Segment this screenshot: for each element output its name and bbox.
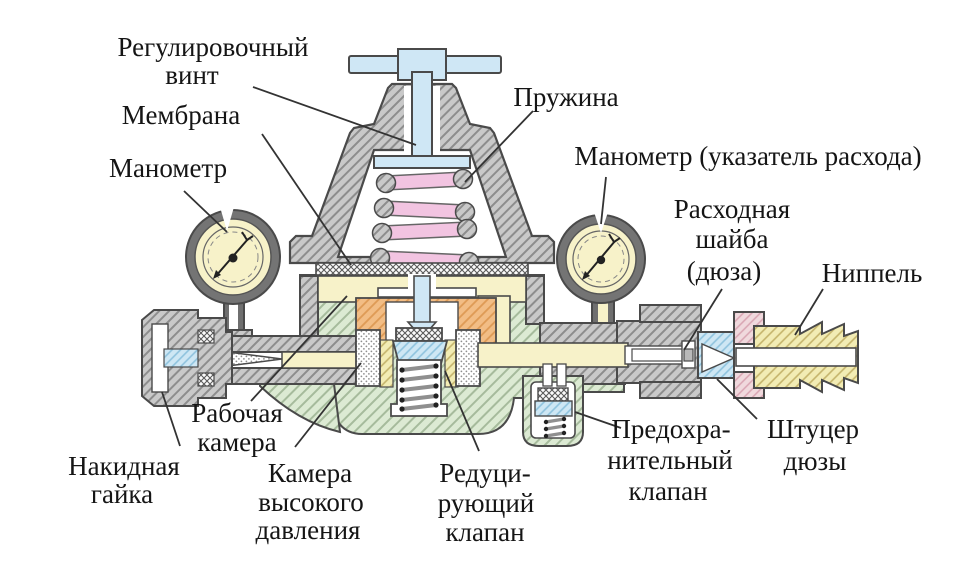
label-reducing-valve-2: рующий	[438, 488, 535, 518]
leader-hp-chamber	[294, 362, 362, 448]
label-flow-washer-2: шайба	[696, 224, 769, 254]
leader-nozzle-fitting	[716, 378, 758, 420]
label-adjusting-screw-1: Регулировочный	[118, 32, 309, 62]
label-spring: Пружина	[513, 82, 618, 112]
label-left-gauge: Манометр	[109, 153, 227, 183]
label-reducing-valve-1: Редуци-	[439, 458, 530, 488]
valve-stem	[413, 275, 431, 325]
label-adjusting-screw-2: винт	[165, 60, 219, 90]
leader-safety-valve	[574, 411, 622, 429]
label-union-nut-2: гайка	[91, 479, 153, 509]
safety-valve	[522, 363, 584, 447]
label-nozzle-fitting-2: дюзы	[784, 446, 847, 476]
valve-spring	[401, 364, 437, 411]
leader-union-nut	[161, 391, 181, 447]
label-flow-washer-3: (дюза)	[687, 256, 762, 286]
adjusting-screw	[348, 48, 502, 169]
leader-membrane	[261, 133, 352, 266]
label-hp-chamber-1: Камера	[268, 458, 352, 488]
label-working-chamber-2: камера	[197, 427, 276, 457]
label-working-chamber-1: Рабочая	[191, 398, 283, 428]
leader-nipple	[794, 288, 824, 336]
label-membrane: Мембрана	[122, 100, 240, 130]
label-hp-chamber-3: давления	[256, 515, 361, 545]
label-flow-washer-1: Расходная	[674, 194, 790, 224]
union-nut	[141, 309, 233, 407]
label-reducing-valve-3: клапан	[445, 517, 524, 547]
membrane-sheet	[315, 262, 529, 276]
leader-right-gauge	[600, 176, 607, 225]
outlet-assembly	[477, 299, 859, 399]
leader-left-gauge	[183, 190, 228, 233]
label-safety-valve-3: клапан	[628, 476, 707, 506]
label-safety-valve-2: нительный	[607, 445, 733, 475]
reducing-valve	[355, 327, 481, 417]
leader-lines	[161, 86, 824, 452]
leader-spring	[464, 110, 534, 183]
outlet-gas-passage	[477, 342, 629, 368]
label-safety-valve-1: Предохра-	[611, 414, 730, 444]
label-union-nut-1: Накидная	[68, 451, 180, 481]
leader-adjusting-screw	[252, 86, 417, 146]
leader-flow-washer	[683, 288, 723, 351]
right-gauge	[556, 212, 646, 304]
leader-working-chamber	[250, 295, 348, 402]
spring-seat-plate	[373, 155, 471, 169]
valve-disc	[395, 327, 443, 342]
label-nipple: Ниппель	[822, 258, 923, 288]
screw-shaft	[411, 71, 433, 161]
left-gauge	[185, 207, 281, 305]
labels: Регулировочный винт Мембрана Манометр Пр…	[68, 32, 922, 547]
label-nozzle-fitting-1: Штуцер	[767, 414, 859, 444]
label-hp-chamber-2: высокого	[258, 487, 364, 517]
leader-reducing-valve	[444, 370, 480, 452]
label-right-gauge: Манометр (указатель расхода)	[574, 141, 921, 171]
